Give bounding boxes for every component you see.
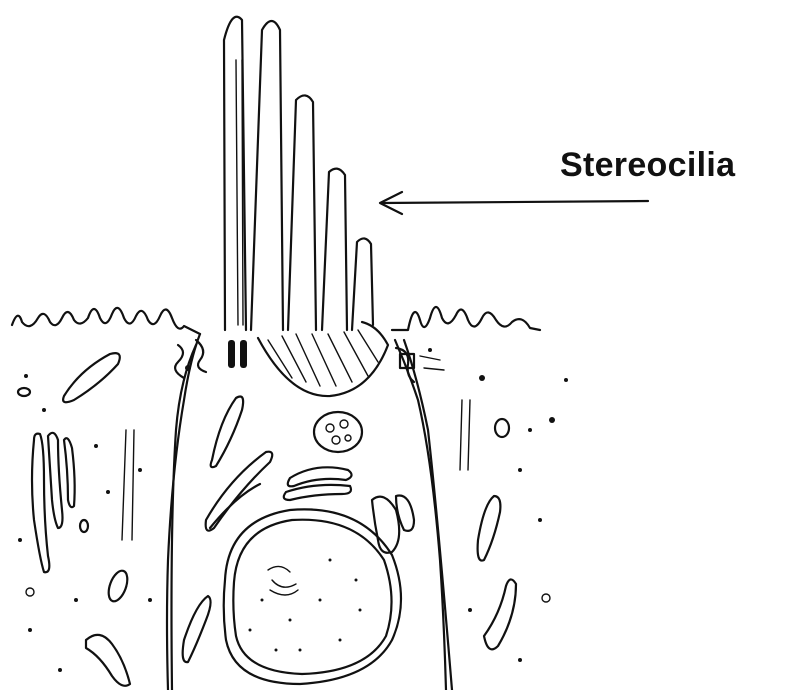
- right-apical-surface: [392, 307, 540, 330]
- left-apical-surface: [12, 308, 200, 334]
- stereocilia-bundle: [224, 17, 373, 330]
- organelles: [183, 397, 414, 663]
- stereocilia-label: Stereocilia: [560, 146, 735, 185]
- right-supporting-cell: [460, 375, 568, 662]
- nucleus: [224, 509, 401, 684]
- stereocilium-3: [288, 95, 316, 330]
- stereocilium-5: [352, 238, 373, 330]
- stereocilium-4: [322, 169, 347, 330]
- junction-complex-right: [396, 348, 444, 382]
- stereocilia-arrow: [380, 192, 648, 214]
- left-supporting-cell: [18, 353, 152, 686]
- cuticular-plate: [228, 322, 388, 396]
- stereocilium-2: [251, 21, 283, 330]
